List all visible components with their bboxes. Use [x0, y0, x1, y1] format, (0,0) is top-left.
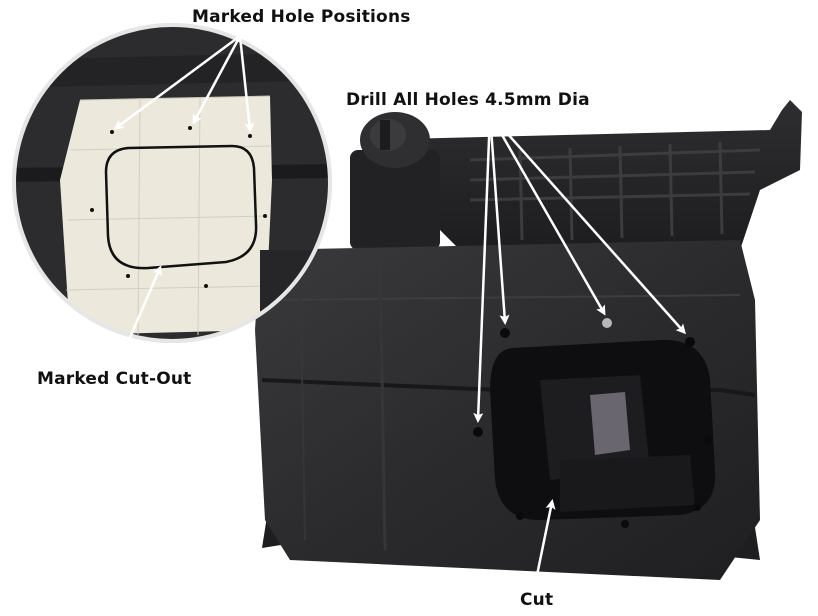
masking-paper	[60, 96, 272, 335]
drilled-holes	[473, 318, 712, 528]
drill-all-holes-label: Drill All Holes 4.5mm Dia	[346, 90, 590, 110]
marked-hole-dots	[90, 126, 267, 288]
cut-label: Cut	[520, 590, 554, 610]
marked-cut-out-label: Marked Cut-Out	[37, 369, 192, 389]
callout-arrows	[113, 34, 686, 586]
marked-hole-positions-label: Marked Hole Positions	[192, 7, 411, 27]
housing	[255, 100, 802, 580]
marked-cut-out-outline	[104, 144, 258, 270]
cut-out-opening	[490, 339, 716, 520]
connector-knob	[350, 112, 440, 250]
